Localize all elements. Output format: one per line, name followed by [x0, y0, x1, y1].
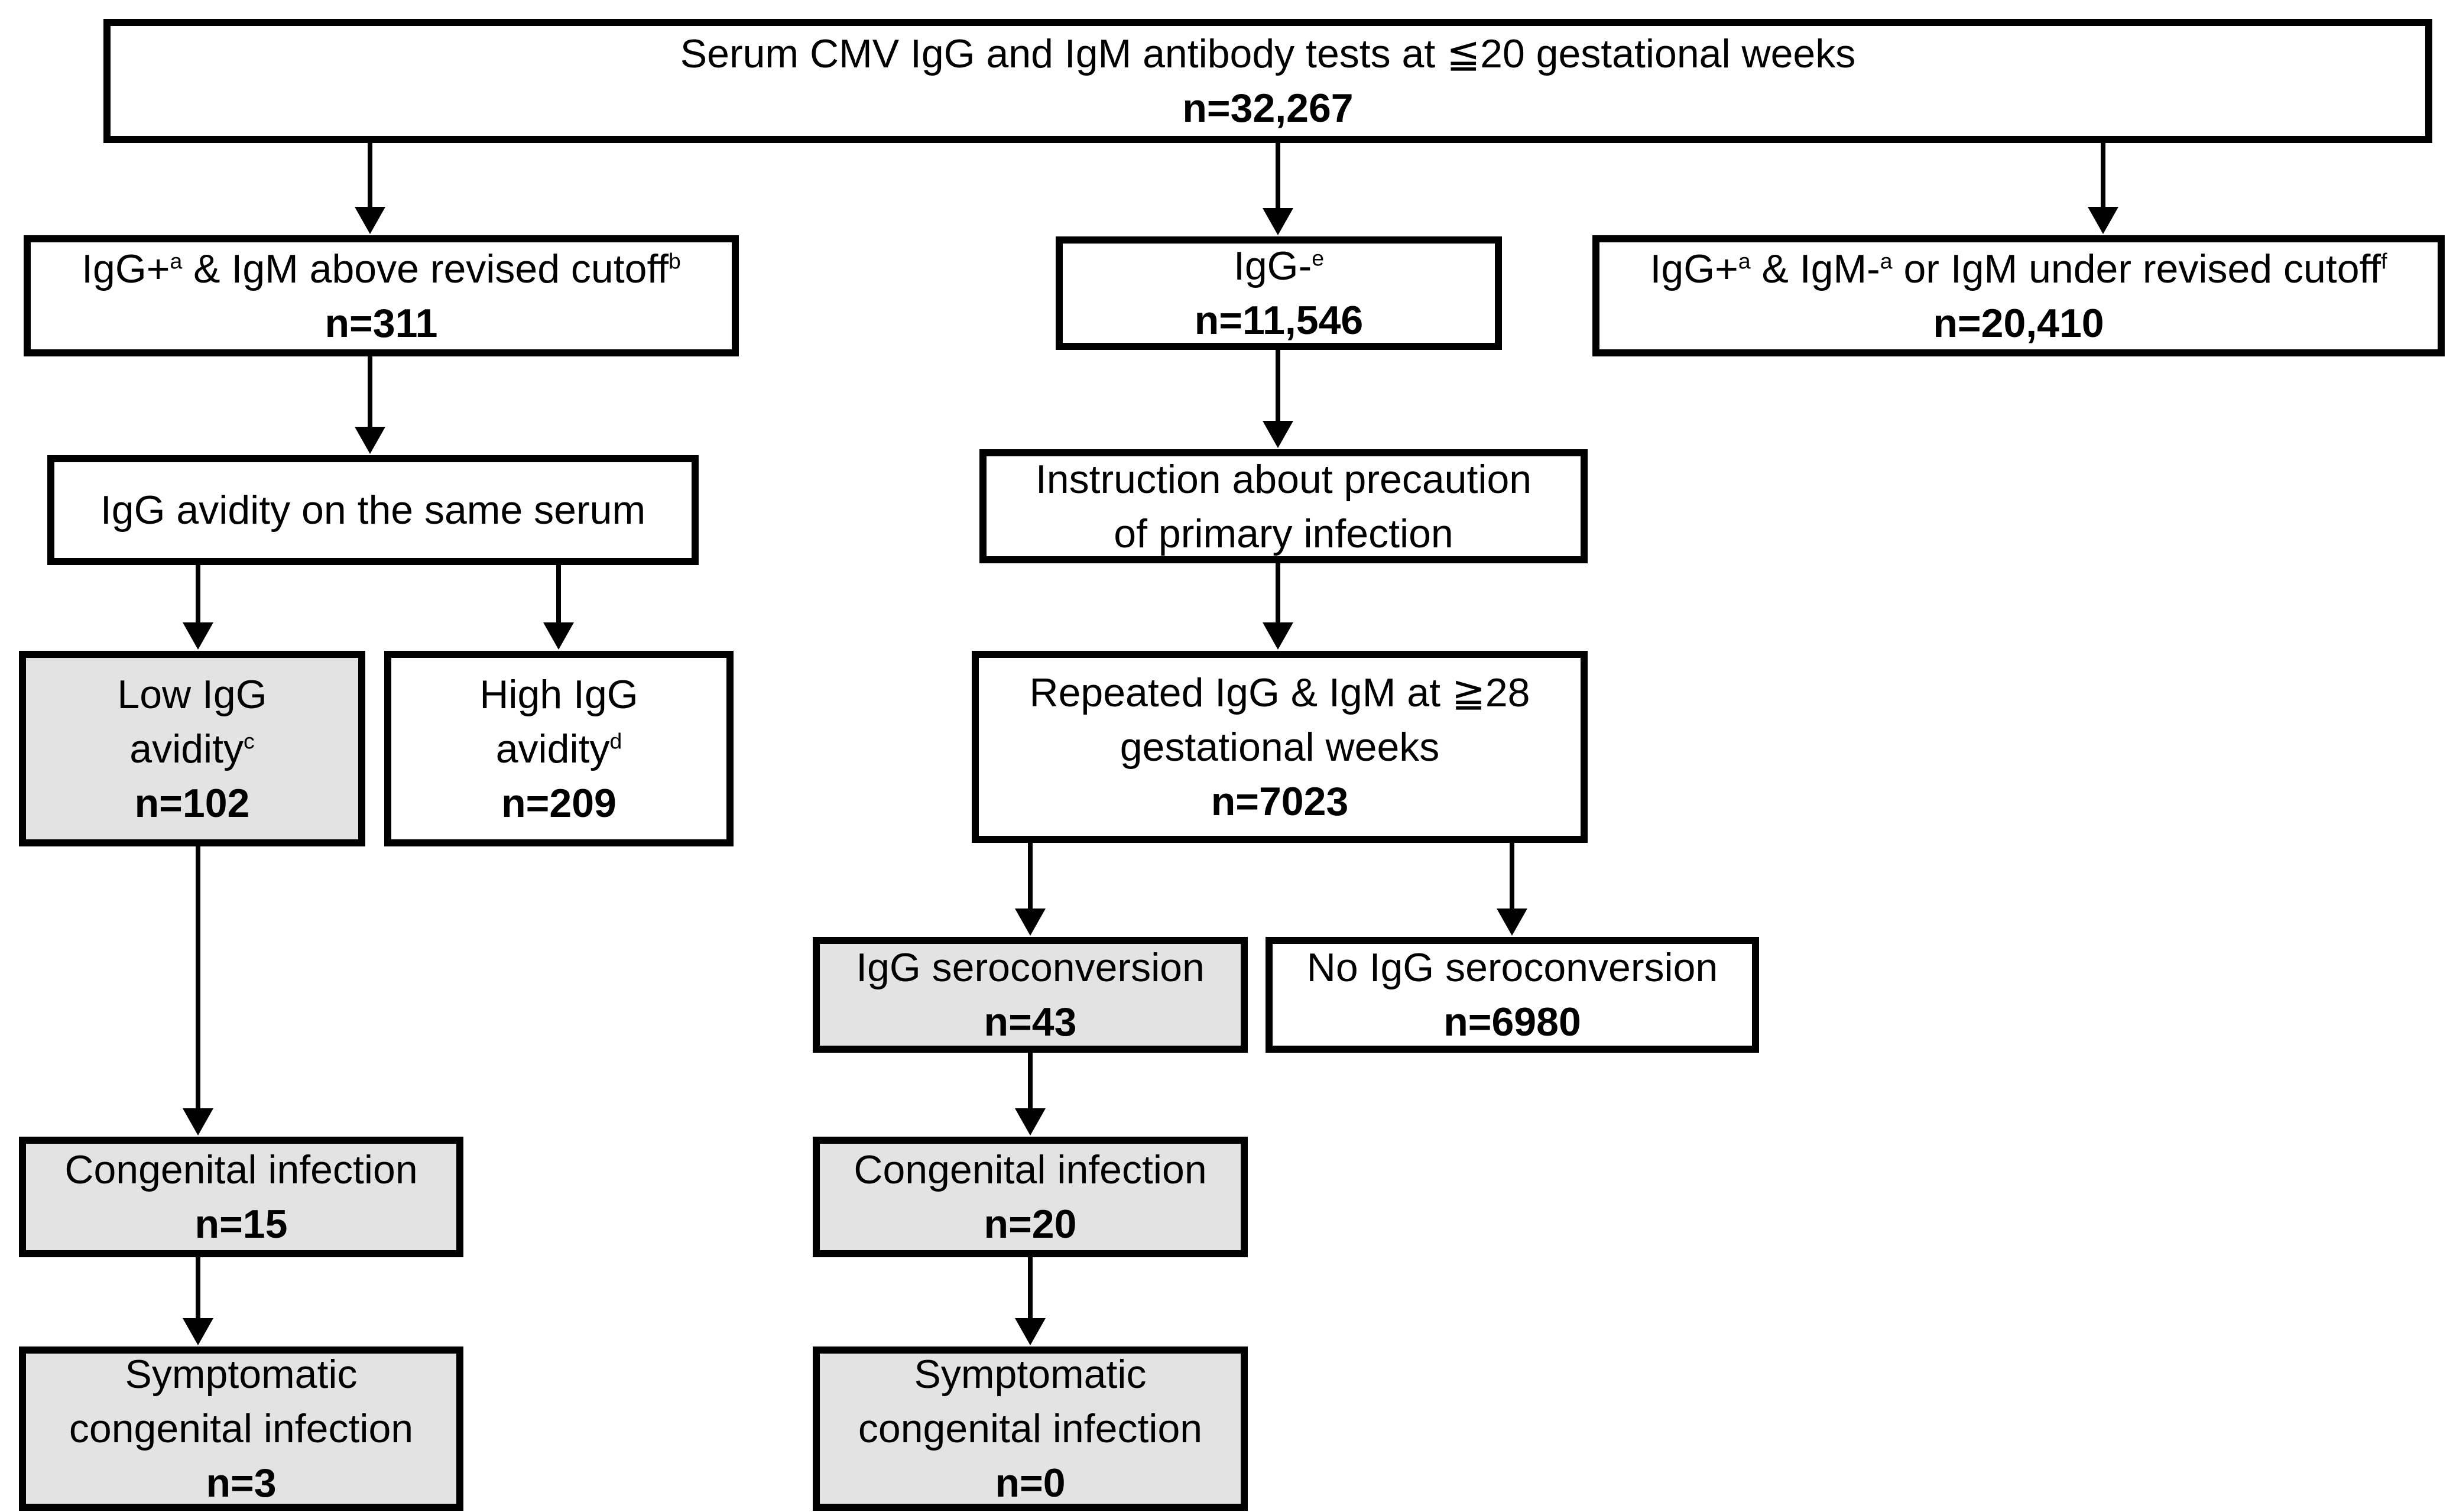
- node-label: IgG+a & IgM above revised cutoffb: [82, 242, 681, 296]
- arrow-congenital-to-symptomatic-left: [196, 1257, 200, 1319]
- label-superscript: a: [170, 248, 183, 273]
- node-count: n=7023: [1211, 778, 1349, 824]
- node-label: IgG+a & IgM-a or IgM under revised cutof…: [1650, 242, 2387, 296]
- node-label: Repeated IgG & IgM at ≧28: [1029, 670, 1530, 715]
- flow-node-congenital-infection-left: Congenital infection n=15: [19, 1137, 463, 1257]
- node-label: Low IgG: [117, 671, 267, 717]
- arrow-root-to-igg-pos-igm-neg: [2101, 143, 2105, 208]
- node-count: n=43: [984, 1000, 1077, 1044]
- arrow-root-to-igg-neg: [1276, 143, 1280, 209]
- node-label: of primary infection: [1114, 511, 1453, 556]
- flow-node-root: Serum CMV IgG and IgM antibody tests at …: [103, 19, 2432, 143]
- node-count: n=311: [325, 300, 438, 346]
- flow-node-repeated-igg-igm: Repeated IgG & IgM at ≧28 gestational we…: [972, 651, 1588, 843]
- label-text: avidity: [129, 726, 244, 771]
- arrow-repeated-to-seroconversion: [1028, 843, 1033, 910]
- arrow-congenital-to-symptomatic-middle: [1028, 1257, 1033, 1319]
- arrow-igg-neg-to-instruction: [1276, 350, 1280, 422]
- flow-node-igg-negative: IgG-e n=11,546: [1056, 236, 1502, 350]
- node-label: IgG-e: [1234, 239, 1324, 293]
- flow-node-no-igg-seroconversion: No IgG seroconversion n=6980: [1266, 937, 1759, 1053]
- arrow-instruction-to-repeated: [1276, 563, 1280, 624]
- node-count: n=102: [134, 780, 250, 826]
- label-superscript: f: [2381, 248, 2387, 273]
- node-label: Instruction about precaution: [1035, 456, 1532, 502]
- flow-node-instruction-precaution: Instruction about precaution of primary …: [979, 449, 1588, 563]
- arrow-root-to-igg-pos-igm-above: [368, 143, 372, 208]
- node-count: n=15: [194, 1202, 288, 1247]
- node-label: Serum CMV IgG and IgM antibody tests at …: [680, 31, 1856, 76]
- node-count: n=3: [206, 1461, 277, 1505]
- node-count: n=209: [501, 780, 617, 826]
- node-label: gestational weeks: [1120, 724, 1440, 770]
- flow-node-igg-pos-igm-above-cutoff: IgG+a & IgM above revised cutoffb n=311: [24, 235, 739, 356]
- flow-node-igg-avidity-test: IgG avidity on the same serum: [47, 455, 699, 565]
- node-label: avidityc: [129, 722, 254, 776]
- label-superscript: a: [1738, 248, 1751, 273]
- node-count: n=20,410: [1933, 300, 2104, 346]
- label-text: IgG+: [82, 246, 170, 291]
- label-text: avidity: [495, 726, 610, 771]
- flow-node-igg-pos-igm-neg-or-under-cutoff: IgG+a & IgM-a or IgM under revised cutof…: [1592, 235, 2445, 356]
- node-label: IgG seroconversion: [856, 945, 1205, 990]
- label-superscript: b: [669, 248, 681, 273]
- node-label: Symptomatic: [125, 1352, 358, 1397]
- node-count: n=20: [984, 1202, 1077, 1247]
- node-count: n=32,267: [1182, 86, 1354, 131]
- node-label: IgG avidity on the same serum: [100, 488, 646, 533]
- arrow-repeated-to-no-seroconversion: [1510, 843, 1514, 910]
- flow-node-low-igg-avidity: Low IgG avidityc n=102: [19, 651, 365, 846]
- label-superscript: c: [244, 728, 255, 753]
- node-label: No IgG seroconversion: [1306, 945, 1718, 990]
- node-label: High IgG: [479, 671, 638, 717]
- node-count: n=11,546: [1194, 298, 1364, 343]
- flow-node-symptomatic-middle: Symptomatic congenital infection n=0: [813, 1346, 1248, 1511]
- label-superscript: e: [1312, 245, 1325, 271]
- label-text: or IgM under revised cutoff: [1892, 246, 2381, 291]
- label-text: IgG+: [1650, 246, 1738, 291]
- label-text: IgG-: [1233, 244, 1312, 288]
- arrow-igg-pos-to-avidity-test: [368, 356, 372, 428]
- arrow-avidity-to-high: [556, 565, 561, 624]
- flow-node-congenital-infection-middle: Congenital infection n=20: [813, 1137, 1248, 1257]
- node-count: n=0: [995, 1461, 1066, 1505]
- label-superscript: d: [609, 728, 622, 753]
- label-text: & IgM-: [1750, 246, 1880, 291]
- node-count: n=6980: [1443, 1000, 1581, 1044]
- arrow-avidity-to-low: [196, 565, 200, 624]
- arrow-seroconversion-to-congenital: [1028, 1053, 1033, 1109]
- label-superscript: a: [1880, 248, 1893, 273]
- arrow-low-to-congenital: [196, 846, 200, 1109]
- node-label: congenital infection: [858, 1406, 1203, 1451]
- node-label: Symptomatic: [914, 1352, 1147, 1397]
- flow-node-high-igg-avidity: High IgG avidityd n=209: [384, 651, 734, 846]
- node-label: avidityd: [496, 722, 622, 776]
- flow-node-symptomatic-left: Symptomatic congenital infection n=3: [19, 1346, 463, 1511]
- flow-node-igg-seroconversion: IgG seroconversion n=43: [813, 937, 1248, 1053]
- node-label: congenital infection: [69, 1406, 414, 1451]
- node-label: Congenital infection: [854, 1147, 1207, 1192]
- node-label: Congenital infection: [64, 1147, 418, 1192]
- label-text: & IgM above revised cutoff: [182, 246, 669, 291]
